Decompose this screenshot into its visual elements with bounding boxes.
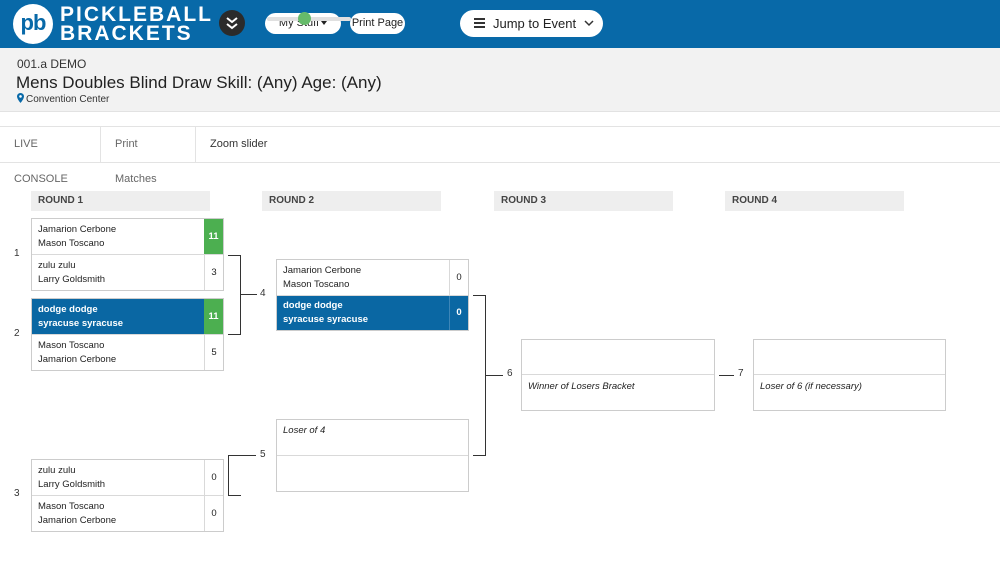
team-row-placeholder[interactable]: Loser of 6 (if necessary) — [754, 375, 945, 410]
team-names: dodge dodge syracuse syracuse — [283, 299, 368, 327]
team-row-empty[interactable] — [277, 456, 468, 491]
team-names: zulu zulu Larry Goldsmith — [38, 259, 105, 287]
bracket-connector — [228, 455, 241, 496]
map-marker-icon — [17, 93, 24, 103]
match-card-6[interactable]: Winner of Losers Bracket — [521, 339, 715, 411]
team-names: zulu zulu Larry Goldsmith — [38, 464, 105, 492]
score-cell: 0 — [449, 296, 468, 330]
score-cell: 11 — [204, 219, 223, 254]
bracket-connector — [228, 255, 241, 335]
match-number: 4 — [260, 288, 266, 299]
match-number: 5 — [260, 449, 266, 460]
round-3-header: ROUND 3 — [494, 191, 673, 211]
score-cell: 0 — [449, 260, 468, 295]
menu-toggle-button[interactable] — [219, 10, 245, 36]
zoom-slider-thumb[interactable] — [298, 12, 312, 25]
team-row-placeholder[interactable]: Winner of Losers Bracket — [522, 375, 714, 410]
placeholder-label: Winner of Losers Bracket — [528, 381, 635, 392]
player-name: Mason Toscano — [38, 501, 105, 512]
caret-down-icon — [321, 21, 328, 26]
team-row[interactable]: zulu zulu Larry Goldsmith 3 — [32, 255, 223, 290]
bracket-connector — [241, 455, 256, 456]
match-number: 3 — [14, 488, 20, 499]
placeholder-label: Loser of 6 (if necessary) — [760, 381, 862, 392]
round-4-header: ROUND 4 — [725, 191, 904, 211]
match-number: 6 — [507, 368, 513, 379]
score-cell: 0 — [204, 460, 223, 495]
player-name: Jamarion Cerbone — [283, 265, 362, 276]
player-name: Jamarion Cerbone — [38, 354, 117, 365]
bracket-toolbar: LIVE CONSOLE Print Matches Zoom slider — [0, 126, 1000, 185]
team-row[interactable]: Jamarion Cerbone Mason Toscano 11 — [32, 219, 223, 255]
team-row-placeholder[interactable]: Loser of 4 — [277, 420, 468, 456]
round-2-header: ROUND 2 — [262, 191, 441, 211]
team-row[interactable]: Jamarion Cerbone Mason Toscano 0 — [277, 260, 468, 296]
player-name: Jamarion Cerbone — [38, 515, 117, 526]
player-name: dodge dodge — [283, 300, 343, 311]
event-code: 001.a DEMO — [17, 57, 87, 71]
team-names: Mason Toscano Jamarion Cerbone — [38, 500, 116, 528]
score-cell: 0 — [204, 496, 223, 531]
team-row-empty[interactable] — [754, 340, 945, 375]
bracket-connector — [241, 294, 257, 295]
logo-icon[interactable]: pb — [13, 4, 53, 44]
player-name: Mason Toscano — [38, 340, 105, 351]
match-number: 1 — [14, 248, 20, 259]
player-name: Mason Toscano — [38, 238, 105, 249]
team-row-winner[interactable]: dodge dodge syracuse syracuse 11 — [32, 299, 223, 335]
player-name: Jamarion Cerbone — [38, 224, 117, 235]
jump-to-event-label: Jump to Event — [493, 16, 577, 31]
score-cell: 11 — [204, 299, 223, 334]
player-name: Larry Goldsmith — [38, 479, 106, 490]
team-row-winner[interactable]: dodge dodge syracuse syracuse 0 — [277, 296, 468, 330]
team-row[interactable]: Mason Toscano Jamarion Cerbone 0 — [32, 496, 223, 531]
location-label: Convention Center — [26, 94, 110, 105]
player-name: syracuse syracuse — [38, 318, 124, 329]
bracket-connector — [486, 375, 503, 376]
team-row[interactable]: zulu zulu Larry Goldsmith 0 — [32, 460, 223, 496]
player-name: Mason Toscano — [283, 279, 350, 290]
match-card-3[interactable]: zulu zulu Larry Goldsmith 0 Mason Toscan… — [31, 459, 224, 532]
print-matches-tab[interactable]: Print Matches — [101, 127, 196, 185]
team-names: Jamarion Cerbone Mason Toscano — [38, 223, 116, 251]
player-name: zulu zulu — [38, 260, 76, 271]
team-row[interactable]: Mason Toscano Jamarion Cerbone 5 — [32, 335, 223, 370]
player-name: dodge dodge — [38, 304, 98, 315]
placeholder-label: Loser of 4 — [283, 425, 326, 436]
match-card-1[interactable]: Jamarion Cerbone Mason Toscano 11 zulu z… — [31, 218, 224, 291]
match-number: 2 — [14, 328, 20, 339]
player-name: zulu zulu — [38, 465, 76, 476]
event-header: 001.a DEMO Mens Doubles Blind Draw Skill… — [0, 48, 1000, 112]
bracket-connector — [473, 295, 486, 456]
player-name: Larry Goldsmith — [38, 274, 106, 285]
match-card-2[interactable]: dodge dodge syracuse syracuse 11 Mason T… — [31, 298, 224, 371]
double-chevron-down-icon — [226, 17, 238, 30]
round-1-header: ROUND 1 — [31, 191, 210, 211]
zoom-slider-label: Zoom slider — [210, 138, 268, 150]
team-names: Jamarion Cerbone Mason Toscano — [283, 264, 361, 292]
print-page-button[interactable]: Print Page — [350, 13, 405, 34]
team-row-empty[interactable] — [522, 340, 714, 375]
team-names: Mason Toscano Jamarion Cerbone — [38, 339, 116, 367]
match-card-4[interactable]: Jamarion Cerbone Mason Toscano 0 dodge d… — [276, 259, 469, 331]
match-card-5[interactable]: Loser of 4 — [276, 419, 469, 492]
logo-text-line2[interactable]: BRACKETS — [60, 22, 193, 45]
jump-to-event-dropdown[interactable]: Jump to Event — [460, 10, 603, 37]
event-location: Convention Center — [17, 93, 109, 105]
score-cell: 3 — [204, 255, 223, 290]
live-console-tab[interactable]: LIVE CONSOLE — [0, 127, 101, 185]
team-names: dodge dodge syracuse syracuse — [38, 303, 123, 331]
match-number: 7 — [738, 368, 744, 379]
logo-text-line1[interactable]: PICKLEBALL — [60, 3, 213, 26]
score-cell: 5 — [204, 335, 223, 370]
hamburger-icon — [474, 18, 485, 28]
match-card-7[interactable]: Loser of 6 (if necessary) — [753, 339, 946, 411]
event-title: Mens Doubles Blind Draw Skill: (Any) Age… — [16, 73, 382, 92]
chevron-down-icon — [584, 20, 594, 27]
player-name: syracuse syracuse — [283, 314, 369, 325]
top-navbar: pb PICKLEBALL BRACKETS My Stuff Print Pa… — [0, 0, 1000, 48]
bracket-connector — [719, 375, 734, 376]
